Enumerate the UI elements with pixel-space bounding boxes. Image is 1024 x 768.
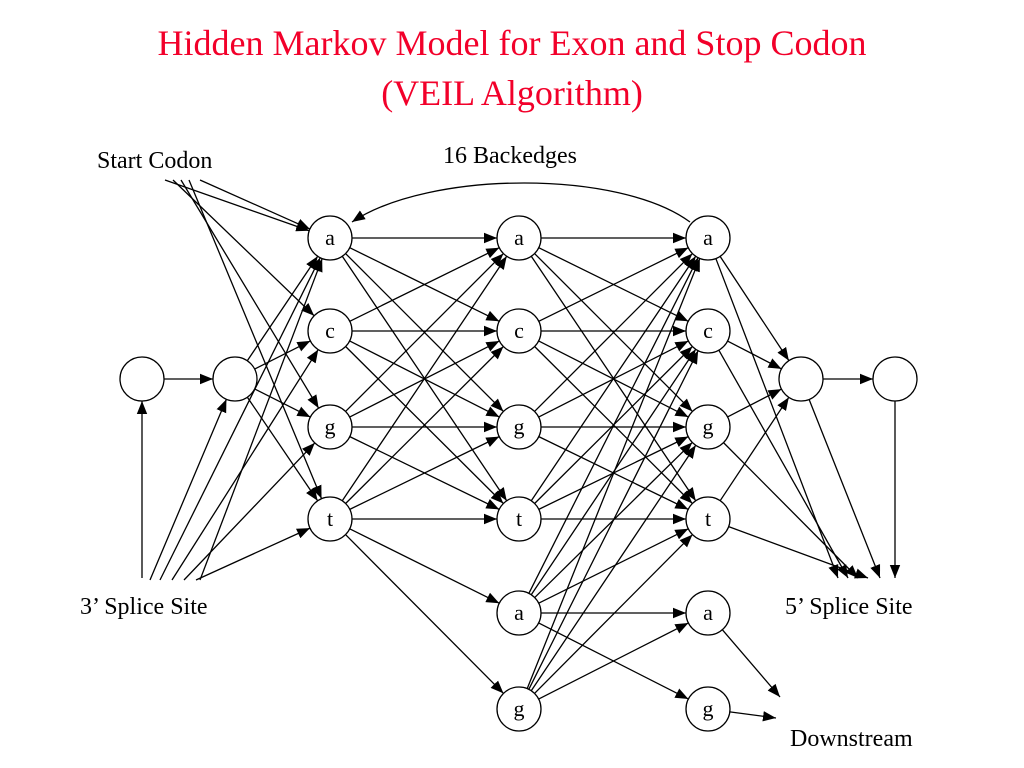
edge-e1-splice5 <box>808 399 881 579</box>
edge-s2-a1 <box>246 255 319 362</box>
edge-g3-splice5 <box>723 442 859 579</box>
backedge-arc <box>351 182 691 223</box>
edge-splice3-s2 <box>149 399 228 581</box>
edge-sg2-downstream <box>729 711 777 722</box>
edge-g3-e1 <box>727 388 782 418</box>
edge-c3-e1 <box>727 340 782 370</box>
state-node-t1 <box>307 496 353 542</box>
edge-s2-c1 <box>254 340 311 370</box>
state-node-a2 <box>496 215 542 261</box>
edge-sa1-a3 <box>528 257 699 594</box>
edge-g2-a3 <box>534 253 693 412</box>
title-line-2: (VEIL Algorithm) <box>381 73 643 113</box>
edge-splice3-t1 <box>195 527 311 581</box>
edge-start-a1-b <box>199 179 311 230</box>
state-node-c1 <box>307 308 353 354</box>
title-line-1: Hidden Markov Model for Exon and Stop Co… <box>157 23 867 63</box>
edge-t1-sa1 <box>349 528 500 604</box>
edge-t3-splice5 <box>728 526 869 579</box>
edge-sa1-c3 <box>530 348 697 596</box>
state-node-sa2 <box>685 590 731 636</box>
state-node-e2 <box>872 356 918 402</box>
edge-sg1-g3 <box>530 444 697 692</box>
start-codon-label: Start Codon <box>97 148 212 174</box>
state-label-c1: c <box>325 318 335 343</box>
splice5-label: 5’ Splice Site <box>785 594 913 620</box>
state-node-sa1 <box>496 590 542 636</box>
state-node-sg2 <box>685 686 731 732</box>
state-nodes: a c g t a c g t a g a c g t a g <box>119 215 918 732</box>
state-node-g2 <box>496 404 542 450</box>
edge-splice3-a1 <box>159 257 321 581</box>
state-node-g1 <box>307 404 353 450</box>
state-label-a3: a <box>703 225 713 250</box>
edge-a3-e1 <box>719 256 790 361</box>
edge-sa1-g3 <box>534 441 693 599</box>
backedges-label: 16 Backedges <box>443 143 577 169</box>
edge-sa2-downstream <box>721 629 781 698</box>
edge-t1-sg1 <box>345 534 504 694</box>
state-label-sa2: a <box>703 600 713 625</box>
edge-t1-a2 <box>341 255 508 502</box>
edge-t2-a3 <box>530 255 697 502</box>
edge-s2-t1 <box>246 396 319 502</box>
state-label-sg1: g <box>514 696 525 721</box>
state-node-t3 <box>685 496 731 542</box>
edge-c3-splice5 <box>718 349 849 579</box>
edge-sg1-t3 <box>534 534 693 694</box>
state-node-c3 <box>685 308 731 354</box>
edge-s2-g1 <box>254 388 311 418</box>
state-node-t2 <box>496 496 542 542</box>
state-label-g2: g <box>514 414 525 439</box>
state-label-a1: a <box>325 225 335 250</box>
edge-t1-g2 <box>349 436 500 510</box>
state-label-g3: g <box>703 414 714 439</box>
state-label-g1: g <box>325 414 336 439</box>
state-node-s1 <box>119 356 165 402</box>
edge-start-c1 <box>172 179 315 317</box>
state-node-c2 <box>496 308 542 354</box>
state-label-t2: t <box>516 506 522 531</box>
state-label-t3: t <box>705 506 711 531</box>
edge-start-a1 <box>164 179 310 232</box>
transition-edges <box>136 179 901 722</box>
edge-sg1-sa2 <box>538 622 689 700</box>
edge-splice3-a1-b <box>199 258 323 581</box>
state-node-a1 <box>307 215 353 261</box>
edge-c1-a2 <box>349 247 500 322</box>
edge-start-g1 <box>180 179 320 409</box>
edge-t1-c2 <box>345 346 504 504</box>
edge-splice3-g1 <box>183 442 316 581</box>
state-label-c3: c <box>703 318 713 343</box>
edge-t3-e1 <box>719 396 790 502</box>
state-label-sa1: a <box>514 600 524 625</box>
edge-sg1-a3 <box>526 258 701 689</box>
downstream-label: Downstream <box>790 726 913 752</box>
state-node-s2 <box>212 356 258 402</box>
state-node-sg1 <box>496 686 542 732</box>
edge-a3-splice5 <box>715 258 839 579</box>
state-label-c2: c <box>514 318 524 343</box>
state-node-a3 <box>685 215 731 261</box>
splice3-label: 3’ Splice Site <box>80 594 208 620</box>
state-node-g3 <box>685 404 731 450</box>
state-label-sg2: g <box>703 696 714 721</box>
edge-c2-a3 <box>538 247 689 322</box>
edge-splice3-c1 <box>171 349 319 581</box>
state-label-t1: t <box>327 506 333 531</box>
state-label-a2: a <box>514 225 524 250</box>
state-node-e1 <box>778 356 824 402</box>
edge-g1-a2 <box>345 253 504 412</box>
edge-sa1-t3 <box>538 528 689 604</box>
edge-start-t1 <box>188 179 323 499</box>
